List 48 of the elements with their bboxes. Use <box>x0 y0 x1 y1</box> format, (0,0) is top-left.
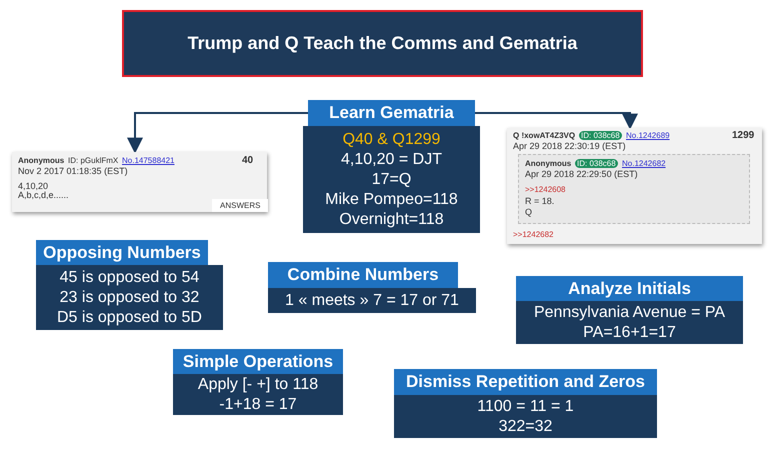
rule-text: Apply [- +] to 118 <box>198 374 318 394</box>
rule-text: Overnight=118 <box>339 210 444 230</box>
section-heading: Dismiss Repetition and Zeros <box>394 369 657 395</box>
rule-text: 1100 = 11 = 1 <box>477 396 574 416</box>
poster-id: ID: 038c68 <box>575 159 618 168</box>
rule-text: 17=Q <box>372 170 412 190</box>
answers-label: ANSWERS <box>212 199 268 212</box>
forum-post-screenshot <box>507 128 762 244</box>
post-link: No.1242689 <box>626 131 670 140</box>
section-heading: Combine Numbers <box>268 262 458 288</box>
author-name: Anonymous <box>18 156 64 165</box>
elbow-arrow <box>475 112 638 130</box>
author-name: Anonymous <box>525 159 572 168</box>
section-heading: Simple Operations <box>173 349 343 374</box>
post-text: R = 18. <box>525 196 554 206</box>
post-text: 4,10,20 <box>18 181 48 191</box>
post-link: No.1242682 <box>622 159 666 168</box>
post-timestamp: Nov 2 2017 01:18:35 (EST) <box>18 166 128 176</box>
rule-text: 1 « meets » 7 = 17 or 71 <box>285 290 459 310</box>
highlight-text: Q40 & Q1299 <box>342 130 440 150</box>
poster-id: ID: 038c68 <box>579 131 622 140</box>
forum-post-screenshot <box>12 152 267 212</box>
author-name: Q !xowAT4Z3VQ <box>513 131 576 140</box>
section-heading: Opposing Numbers <box>36 240 208 265</box>
rule-text: 322=32 <box>498 416 552 436</box>
rule-text: D5 is opposed to 5D <box>57 308 202 328</box>
rule-text: 4,10,20 = DJT <box>341 150 442 170</box>
post-number: 40 <box>242 155 254 166</box>
rule-text: 23 is opposed to 32 <box>60 288 200 308</box>
post-link: No.147588421 <box>122 156 174 165</box>
section-heading: Analyze Initials <box>516 276 743 301</box>
title-banner: Trump and Q Teach the Comms and Gematria <box>122 10 643 77</box>
poster-id: ID: pGuklFmX <box>68 156 118 165</box>
rule-text: Pennsylvania Avenue = PA <box>534 302 726 322</box>
quote-link: >>1242682 <box>513 230 554 239</box>
quote-link: >>1242608 <box>525 185 566 194</box>
quoted-post <box>518 154 750 224</box>
section-heading: Learn Gematria <box>308 100 475 126</box>
rule-text: Mike Pompeo=118 <box>325 190 458 210</box>
post-timestamp: Apr 29 2018 22:30:19 (EST) <box>513 141 626 151</box>
post-text: A,b,c,d,e...... <box>18 190 69 200</box>
rule-text: PA=16+1=17 <box>583 322 676 342</box>
rule-text: 45 is opposed to 54 <box>60 268 200 288</box>
post-number: 1299 <box>732 130 754 141</box>
post-text: Q <box>525 207 532 217</box>
elbow-arrow <box>127 112 308 154</box>
post-timestamp: Apr 29 2018 22:29:50 (EST) <box>525 169 638 179</box>
rule-text: -1+18 = 17 <box>219 394 297 414</box>
